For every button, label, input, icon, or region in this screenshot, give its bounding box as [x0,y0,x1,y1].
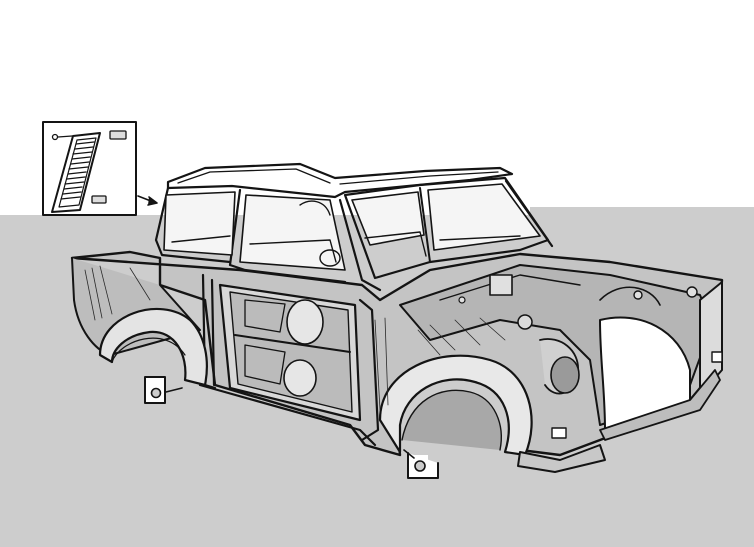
rear-wheel-arch [98,307,208,387]
leader-arrow [137,195,158,206]
background-gray-step [530,207,754,217]
interior-structure [171,200,521,267]
front-panel [599,281,723,441]
screw-part [51,133,73,141]
vent-grille [51,132,101,213]
inset-detail-panel [42,121,137,216]
roof [166,162,514,199]
shading-lines [84,265,506,411]
clip-part-upper [109,130,127,140]
pillars-and-sill [198,273,380,447]
callout-rear-grommet [144,376,183,404]
door-opening [218,283,362,422]
clip-part-lower [91,195,107,204]
bulkhead-plate [489,274,513,296]
front-wheel-arch [378,354,533,457]
front-valance [517,427,606,473]
window-frames [154,176,554,292]
callout-front-grommet [403,449,439,479]
